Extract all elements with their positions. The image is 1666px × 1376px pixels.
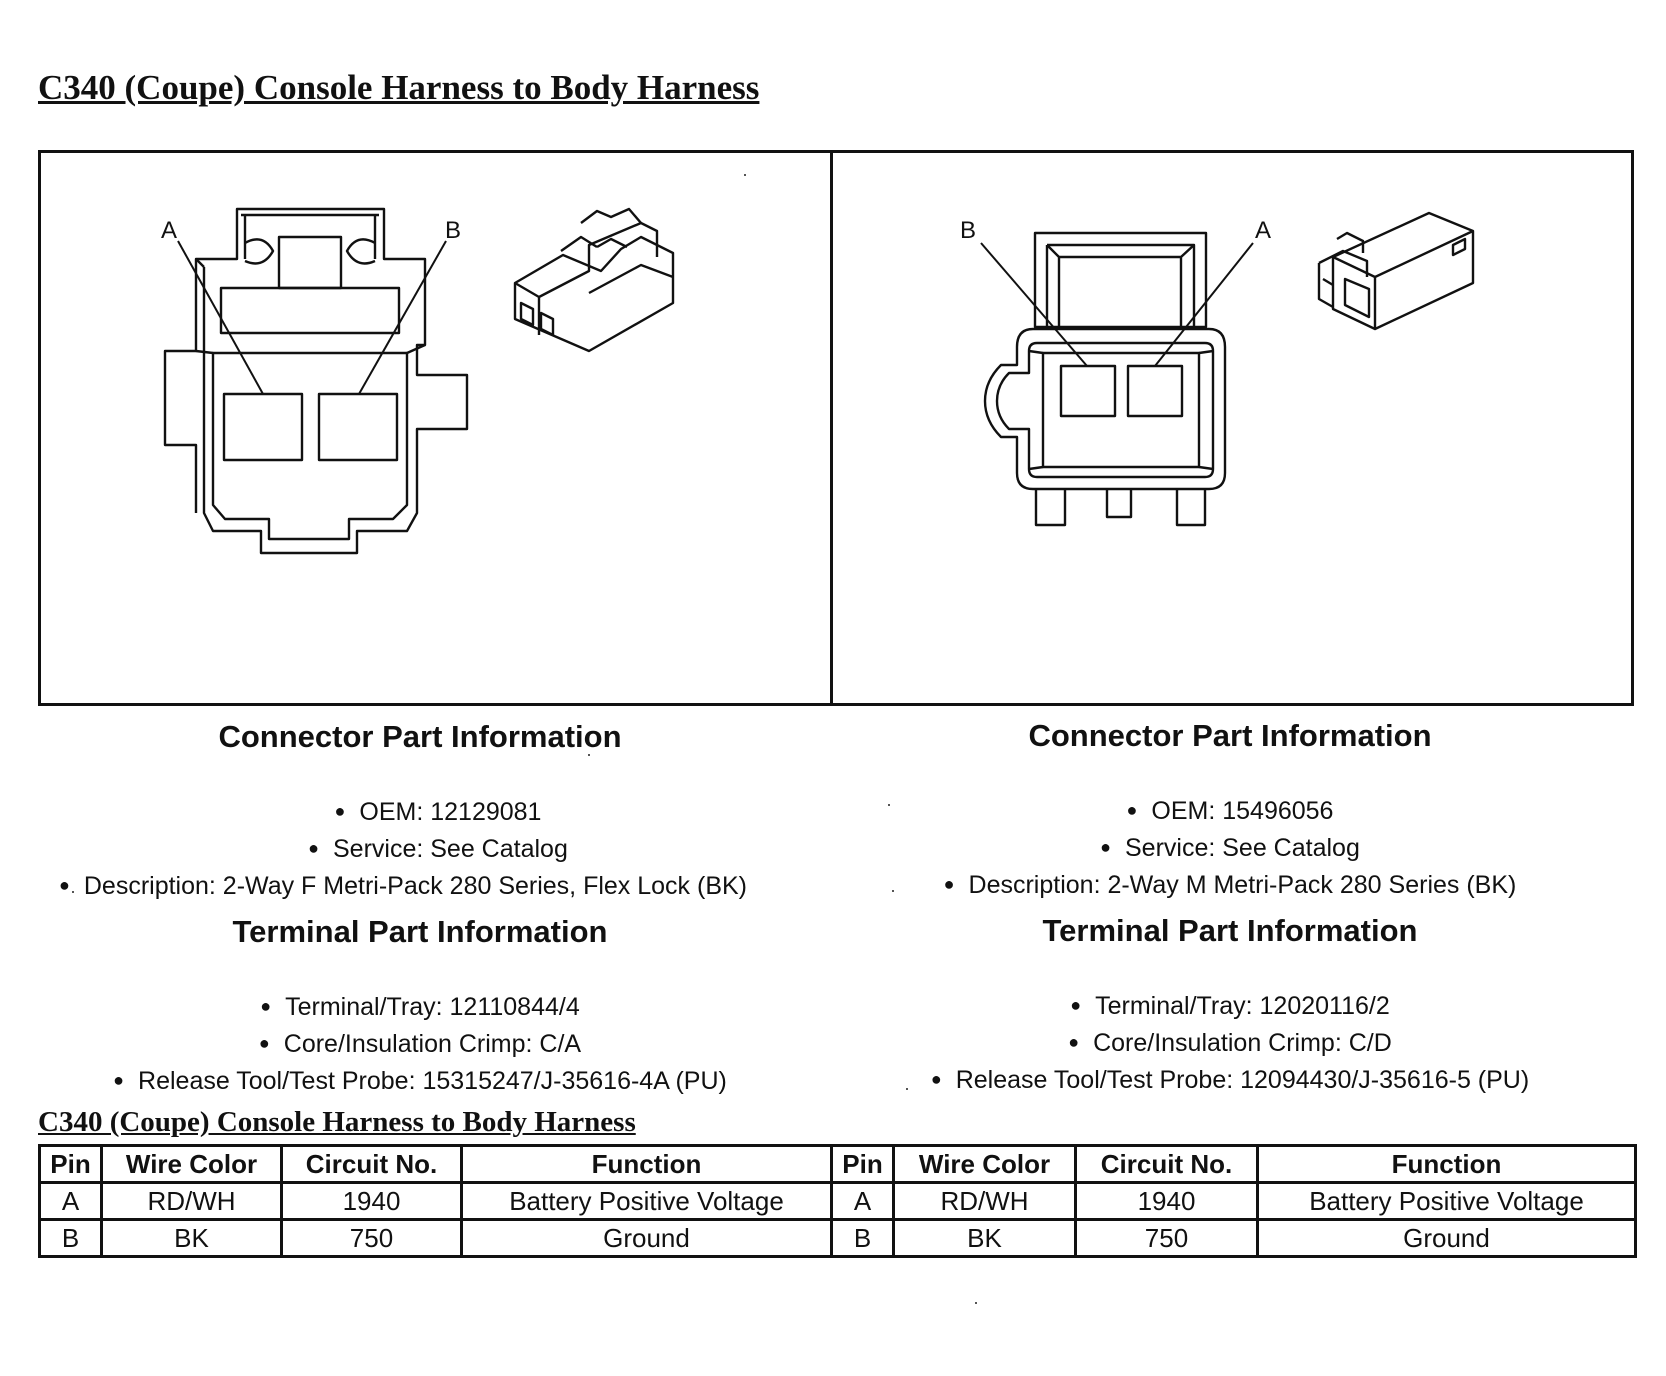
oem-line: ● OEM: 12129081 <box>38 798 838 827</box>
table-title: C340 (Coupe) Console Harness to Body Har… <box>38 1106 636 1138</box>
bullet-icon: ● <box>58 875 70 895</box>
pin-label-b: B <box>960 217 977 244</box>
right-connector-info: Connector Part Information ● OEM: 1549605… <box>832 0 1632 1376</box>
scan-speck <box>888 804 890 806</box>
crimp-text: Core/Insulation Crimp: C/D <box>1093 1029 1392 1057</box>
pin-table: Pin Wire Color Circuit No. Function Pin … <box>38 1144 1637 1258</box>
table-cell: B <box>38 1218 103 1258</box>
release-tool-text: Release Tool/Test Probe: 15315247/J-3561… <box>138 1067 727 1095</box>
table-cell: 750 <box>1074 1218 1259 1258</box>
pin-label-b: B <box>445 217 462 244</box>
column-header: Circuit No. <box>280 1144 463 1184</box>
connector-part-info-heading: Connector Part Information <box>1028 718 1432 753</box>
table-cell: RD/WH <box>892 1181 1077 1221</box>
scan-speck <box>72 891 74 893</box>
pin-label-a: A <box>161 217 178 244</box>
column-header: Function <box>460 1144 833 1184</box>
column-header: Function <box>1256 1144 1637 1184</box>
crimp-line: ● Core/Insulation Crimp: C/D <box>830 1029 1630 1058</box>
scan-speck <box>906 1088 908 1090</box>
column-header: Pin <box>830 1144 895 1184</box>
table-cell: Battery Positive Voltage <box>1256 1181 1637 1221</box>
right-connector-drawing <box>980 211 1475 527</box>
terminal-part-info-heading: Terminal Part Information <box>232 914 608 949</box>
scan-speck <box>975 1302 977 1304</box>
table-cell: BK <box>892 1218 1077 1258</box>
table-row: A RD/WH 1940 Battery Positive Voltage A … <box>38 1181 1637 1221</box>
scan-speck <box>892 890 894 892</box>
bullet-icon: ● <box>113 1070 125 1090</box>
description-text: Description: 2-Way F Metri-Pack 280 Seri… <box>83 872 748 900</box>
oem-text: OEM: 15496056 <box>1151 797 1334 825</box>
table-cell: 1940 <box>280 1181 463 1221</box>
pin-label-a: A <box>1255 217 1272 244</box>
terminal-tray-line: ● Terminal/Tray: 12020116/2 <box>830 992 1630 1021</box>
bullet-icon: ● <box>308 838 319 858</box>
table-cell: RD/WH <box>100 1181 283 1221</box>
crimp-line: ● Core/Insulation Crimp: C/A <box>20 1030 820 1059</box>
table-cell: Ground <box>460 1218 833 1258</box>
document-title: C340 (Coupe) Console Harness to Body Har… <box>38 68 760 107</box>
table-cell: Ground <box>1256 1218 1637 1258</box>
left-connector-info: Connector Part Information ● OEM: 1212908… <box>38 0 838 1376</box>
service-line: ● Service: See Catalog <box>38 835 838 864</box>
column-header: Pin <box>38 1144 103 1184</box>
scan-speck <box>588 754 590 756</box>
service-text: Service: See Catalog <box>333 835 568 863</box>
bullet-icon: ● <box>1070 995 1082 1015</box>
table-cell: 750 <box>280 1218 463 1258</box>
table-row: B BK 750 Ground B BK 750 Ground <box>38 1218 1637 1258</box>
table-cell: A <box>830 1181 895 1221</box>
release-tool-line: ● Release Tool/Test Probe: 12094430/J-356… <box>830 1066 1630 1095</box>
table-header-row: Pin Wire Color Circuit No. Function Pin … <box>38 1144 1637 1184</box>
bullet-icon: ● <box>1126 800 1138 820</box>
terminal-part-info-heading: Terminal Part Information <box>1042 913 1418 948</box>
oem-text: OEM: 12129081 <box>359 798 542 826</box>
connector-part-info-heading: Connector Part Information <box>218 719 622 754</box>
table-cell: A <box>38 1181 103 1221</box>
description-text: Description: 2-Way M Metri-Pack 280 Seri… <box>968 871 1517 899</box>
scan-speck <box>744 174 746 176</box>
description-line: ● Description: 2-Way M Metri-Pack 280 Ser… <box>830 871 1630 900</box>
table-cell: B <box>830 1218 895 1258</box>
column-header: Wire Color <box>892 1144 1077 1184</box>
right-connector-diagram-panel: B A <box>830 150 1634 706</box>
bullet-icon: ● <box>1068 1032 1080 1052</box>
bullet-icon: ● <box>258 1033 270 1053</box>
left-connector-diagram-panel: A B <box>38 150 833 706</box>
terminal-tray-text: Terminal/Tray: 12020116/2 <box>1095 992 1390 1020</box>
crimp-text: Core/Insulation Crimp: C/A <box>283 1030 582 1058</box>
column-header: Circuit No. <box>1074 1144 1259 1184</box>
oem-line: ● OEM: 15496056 <box>830 797 1630 826</box>
column-header: Wire Color <box>100 1144 283 1184</box>
terminal-tray-text: Terminal/Tray: 12110844/4 <box>285 993 580 1021</box>
release-tool-line: ● Release Tool/Test Probe: 15315247/J-356… <box>20 1067 820 1096</box>
table-cell: 1940 <box>1074 1181 1259 1221</box>
service-text: Service: See Catalog <box>1125 834 1360 862</box>
left-connector-drawing <box>163 207 675 555</box>
table-cell: BK <box>100 1218 283 1258</box>
table-cell: Battery Positive Voltage <box>460 1181 833 1221</box>
bullet-icon: ● <box>260 996 272 1016</box>
bullet-icon: ● <box>930 1069 942 1089</box>
description-line: ● Description: 2-Way F Metri-Pack 280 Ser… <box>3 872 803 901</box>
release-tool-text: Release Tool/Test Probe: 12094430/J-3561… <box>955 1066 1530 1094</box>
bullet-icon: ● <box>334 801 346 821</box>
bullet-icon: ● <box>943 874 955 894</box>
bullet-icon: ● <box>1100 837 1111 857</box>
service-line: ● Service: See Catalog <box>830 834 1630 863</box>
terminal-tray-line: ● Terminal/Tray: 12110844/4 <box>20 993 820 1022</box>
